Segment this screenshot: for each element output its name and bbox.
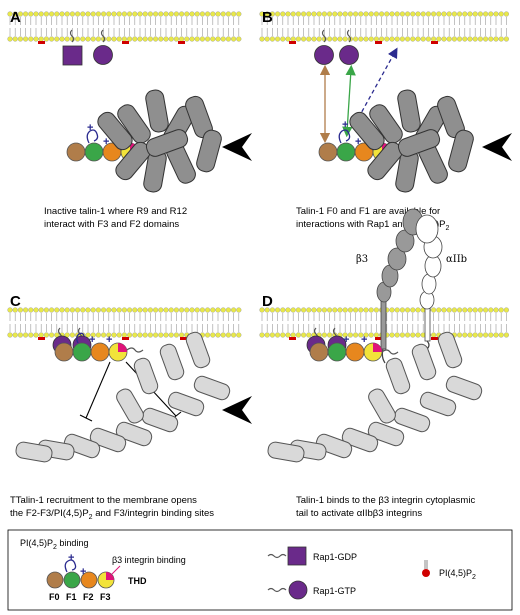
legend-thd: + + F0 F1 F2 F3 THD	[46, 552, 147, 602]
caption-c-line2-sub: 2	[89, 514, 93, 521]
caption-d-line1: Talin-1 binds to the β3 integrin cytopla…	[296, 495, 475, 506]
panel-b: + + Talin-1 F0 and F1 are available for …	[289, 29, 512, 232]
caption-c-line1: TTalin-1 recruitment to the membrane ope…	[10, 495, 197, 506]
svg-text:+: +	[68, 552, 74, 564]
talin-rod-extended	[15, 331, 231, 463]
caption-a-line2: interact with F3 and F2 domains	[44, 219, 179, 230]
membrane-charges	[38, 337, 187, 340]
caption-b-line1: Talin-1 F0 and F1 are available for	[296, 206, 440, 217]
caption-c-line2-part1: the F2-F3/PI(4,5)P	[10, 508, 89, 519]
caption-c-line2-part2: and F3/integrin binding sites	[93, 508, 215, 519]
legend-pip2-binding-label: PI(4,5)P2 binding	[20, 538, 88, 551]
svg-text:+: +	[89, 334, 95, 346]
talin-rod-extended	[267, 331, 483, 463]
rap1-gtp-circle	[93, 45, 113, 65]
svg-text:+: +	[80, 566, 86, 578]
f0-domain	[66, 142, 86, 162]
legend: PI(4,5)P2 binding β3 integrin binding + …	[7, 529, 513, 611]
svg-text:+: +	[87, 122, 93, 134]
rap1-gtp-circle	[288, 580, 308, 600]
legend-rap1-gtp-label: Rap1-GTP	[313, 586, 356, 596]
membrane-charges	[38, 41, 185, 44]
f1-domain	[336, 142, 356, 162]
f3-domain	[108, 342, 128, 362]
legend-f0-label: F0	[49, 592, 60, 602]
caption-d-line2: tail to activate αIIbβ3 integrins	[296, 508, 422, 519]
membrane-charges	[289, 337, 438, 340]
caption-c-line2: the F2-F3/PI(4,5)P2 and F3/integrin bind…	[10, 508, 214, 521]
f2-domain	[80, 571, 98, 589]
f0-domain	[318, 142, 338, 162]
rap1-tether	[69, 29, 75, 43]
released-interaction	[85, 361, 111, 419]
alphaiib-integrin	[415, 214, 443, 350]
panel-letter-a: A	[10, 9, 21, 26]
alphaiib-label: αIIb	[446, 254, 467, 265]
f1-domain	[63, 571, 81, 589]
talin-rod-folded	[349, 89, 474, 193]
membrane-charges	[289, 41, 438, 44]
thd-integrin-bound: + +	[306, 327, 399, 362]
panel-c: + + TTalin-1 recruitment to the membrane…	[10, 327, 252, 521]
panel-d: β3 αIIb + + Talin-1 binds to the β3 inte…	[267, 208, 483, 519]
legend-thd-label: THD	[128, 576, 147, 586]
f0-domain	[54, 342, 74, 362]
legend-f3-label: F3	[100, 592, 111, 602]
svg-text:+: +	[343, 334, 349, 346]
f1-loop	[86, 129, 99, 144]
caption-b-line2-main: interactions with Rap1 and PI(4,5)P	[296, 219, 445, 230]
legend-rap1-gtp: Rap1-GTP	[267, 580, 356, 600]
talin-rod-folded	[97, 89, 222, 193]
f0-domain	[46, 571, 64, 589]
svg-text:+: +	[106, 334, 112, 346]
caption-a-line1: Inactive talin-1 where R9 and R12	[44, 206, 187, 217]
lipid-bilayer	[7, 307, 242, 338]
legend-rap1-gdp: Rap1-GDP	[267, 546, 357, 566]
rap1-gdp-square	[62, 45, 83, 66]
f3-domain	[363, 342, 383, 362]
beta3-label: β3	[356, 254, 368, 265]
legend-integrin-binding-label: β3 integrin binding	[112, 555, 186, 565]
legend-pip2-label: PI(4,5)P2	[439, 568, 476, 581]
transition-arrow	[222, 396, 252, 424]
f1-domain	[84, 142, 104, 162]
panel-letter-b: B	[262, 9, 273, 26]
thd-membrane-bound: + +	[52, 327, 144, 362]
rap1-tether	[100, 29, 106, 43]
legend-f1-label: F1	[66, 592, 77, 602]
panel-a: + + Inactive talin-1 where R9 and R12 in…	[38, 29, 252, 230]
rap1-gdp-square	[287, 546, 307, 566]
svg-text:+: +	[361, 334, 367, 346]
svg-text:+: +	[355, 136, 361, 148]
legend-f2-label: F2	[83, 592, 94, 602]
caption-b-line2: interactions with Rap1 and PI(4,5)P2	[296, 219, 449, 232]
lipid-bilayer	[259, 11, 510, 42]
panel-letter-c: C	[10, 293, 21, 310]
panel-letter-d: D	[262, 293, 273, 310]
membranes	[7, 11, 510, 338]
f0-domain	[309, 342, 329, 362]
rap1-gtp-circle	[339, 45, 359, 65]
lipid-bilayer	[7, 11, 242, 42]
interaction-arrow-f1-rap1	[342, 64, 356, 138]
beta3-integrin	[376, 208, 424, 364]
svg-text:+: +	[103, 136, 109, 148]
caption-b-line2-sub: 2	[445, 225, 449, 232]
legend-pip2: PI(4,5)P2	[422, 560, 476, 581]
pip2-icon	[422, 569, 430, 577]
transition-arrow	[222, 133, 252, 161]
transition-arrow	[482, 133, 512, 161]
svg-text:+: +	[342, 119, 348, 131]
f3-domain	[97, 571, 115, 589]
legend-rap1-gdp-label: Rap1-GDP	[313, 552, 357, 562]
rap1-gtp-circle	[314, 45, 334, 65]
